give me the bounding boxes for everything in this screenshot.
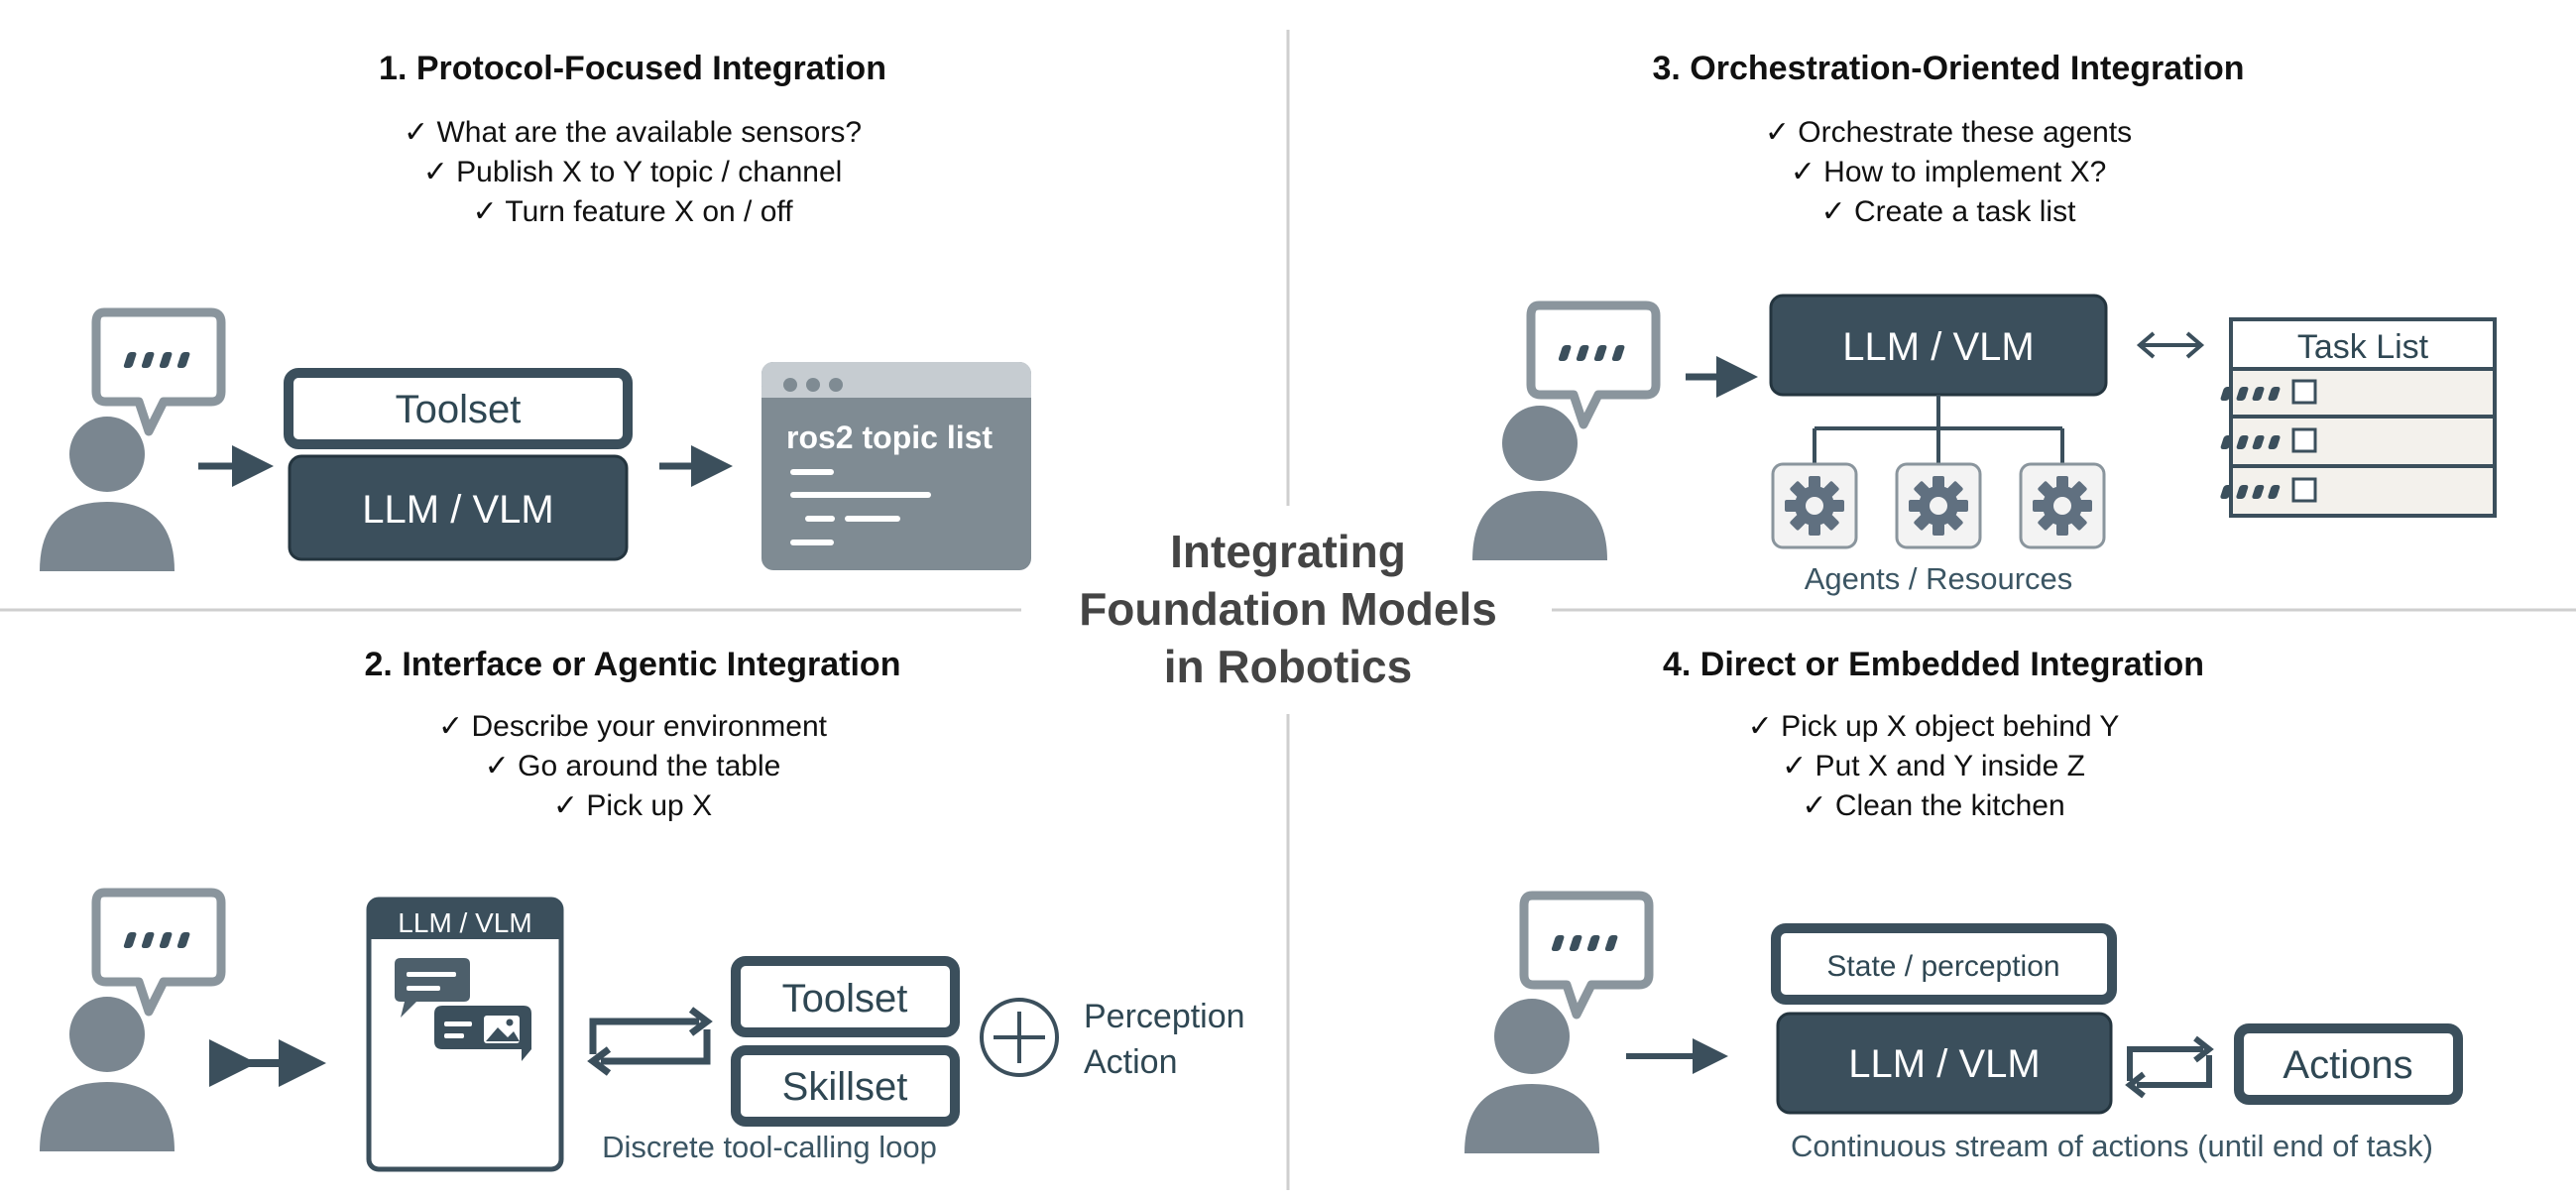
panel1-check-1: ✓ What are the available sensors? xyxy=(404,116,862,149)
center-title-line2: Foundation Models xyxy=(1079,583,1497,635)
panel4-check-1: ✓ Pick up X object behind Y xyxy=(1748,710,2120,743)
panel1-check-2: ✓ Publish X to Y topic / channel xyxy=(423,156,843,188)
speech-bubble-icon xyxy=(96,312,221,431)
actions-label: Actions xyxy=(2283,1043,2412,1087)
panel4-check-3: ✓ Clean the kitchen xyxy=(1802,789,2064,822)
agents-caption: Agents / Resources xyxy=(1805,561,2073,596)
terminal-command: ros2 topic list xyxy=(786,420,993,455)
terminal-window-icon: ros2 topic list xyxy=(761,362,1031,570)
skillset-label: Skillset xyxy=(782,1065,908,1109)
panel1-title: 1. Protocol-Focused Integration xyxy=(379,50,886,87)
task-list: Task List xyxy=(2220,317,2497,518)
panel3-check-2: ✓ How to implement X? xyxy=(1791,156,2107,188)
center-title-line3: in Robotics xyxy=(1164,641,1412,692)
phone-label: LLM / VLM xyxy=(398,907,531,938)
llm-vlm-box xyxy=(1776,1012,2113,1115)
toolset-box xyxy=(731,956,960,1037)
actions-box xyxy=(2234,1023,2463,1105)
panel3-check-3: ✓ Create a task list xyxy=(1821,195,2077,228)
panel2-caption: Discrete tool-calling loop xyxy=(602,1130,937,1164)
gear-icon xyxy=(2019,462,2106,549)
skillset-box xyxy=(731,1045,960,1127)
llm-vlm-label: LLM / VLM xyxy=(362,488,553,532)
checkbox-icon xyxy=(2291,379,2317,503)
user-icon xyxy=(40,997,175,1151)
speech-bubble-icon xyxy=(96,893,221,1012)
toolset-box xyxy=(284,368,633,449)
user-icon xyxy=(40,417,175,571)
panel3-title: 3. Orchestration-Oriented Integration xyxy=(1653,50,2245,87)
center-title-line1: Integrating xyxy=(1170,526,1406,577)
toolset-label: Toolset xyxy=(782,977,908,1020)
user-icon xyxy=(1464,999,1599,1153)
panel1-check-3: ✓ Turn feature X on / off xyxy=(472,195,793,228)
gear-icon xyxy=(1895,462,1982,549)
speech-bubble-icon xyxy=(1524,896,1649,1015)
chat-phone-icon: LLM / VLM xyxy=(366,897,564,1172)
loop-arrows-icon xyxy=(587,1007,713,1076)
llm-vlm-label: LLM / VLM xyxy=(1842,325,2034,369)
panel2-check-1: ✓ Describe your environment xyxy=(438,710,828,743)
state-perception-box xyxy=(1771,923,2117,1005)
loop-arrows-icon xyxy=(2125,1035,2214,1099)
perception-label: Perception xyxy=(1084,998,1245,1035)
llm-vlm-label: LLM / VLM xyxy=(1848,1042,2040,1086)
gear-icon xyxy=(1771,462,1858,549)
panel4-caption: Continuous stream of actions (until end … xyxy=(1791,1129,2433,1163)
orchestration-tree xyxy=(1813,395,2064,466)
task-list-title: Task List xyxy=(2297,328,2429,366)
plus-circle-icon xyxy=(980,998,1059,1077)
action-label: Action xyxy=(1084,1043,1178,1081)
speech-bubble-icon xyxy=(1531,305,1656,424)
user-icon xyxy=(1472,406,1607,560)
panel4-check-2: ✓ Put X and Y inside Z xyxy=(1782,750,2085,782)
panel3-check-1: ✓ Orchestrate these agents xyxy=(1765,116,2132,149)
panel2-check-2: ✓ Go around the table xyxy=(485,750,781,782)
panel-protocol-focused: 1. Protocol-Focused Integration ✓ What a… xyxy=(40,50,1031,571)
toolset-label: Toolset xyxy=(396,388,522,431)
panel2-check-3: ✓ Pick up X xyxy=(553,789,712,822)
llm-vlm-box xyxy=(288,454,629,561)
state-perception-label: State / perception xyxy=(1826,950,2059,983)
panel4-title: 4. Direct or Embedded Integration xyxy=(1663,646,2204,683)
double-arrow-icon xyxy=(2136,331,2205,359)
panel2-title: 2. Interface or Agentic Integration xyxy=(365,646,901,683)
panel-interface-agentic: 2. Interface or Agentic Integration ✓ De… xyxy=(40,646,1245,1172)
panel-direct-embedded: 4. Direct or Embedded Integration ✓ Pick… xyxy=(1464,646,2463,1163)
panel-orchestration: 3. Orchestration-Oriented Integration ✓ … xyxy=(1472,50,2497,596)
